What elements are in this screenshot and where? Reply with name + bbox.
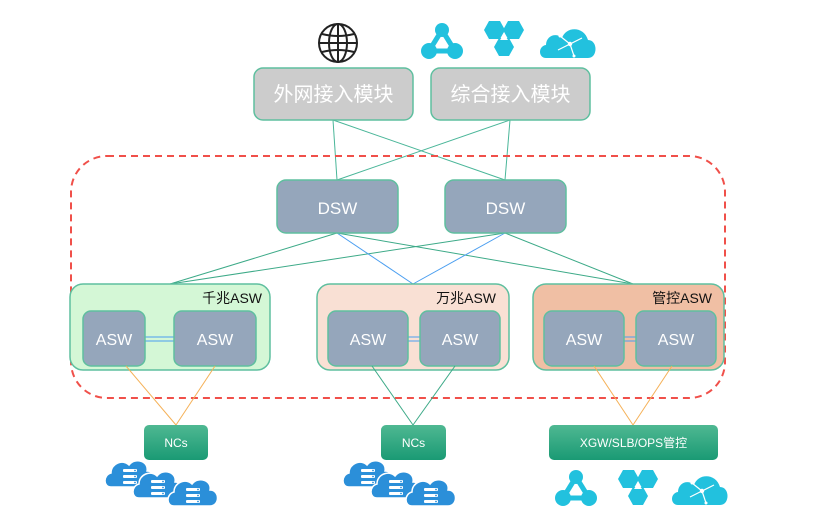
server-cloud-cluster-middle — [342, 459, 457, 507]
asw-switch[interactable]: ASW — [419, 310, 501, 367]
endpoint-management[interactable]: XGW/SLB/OPS管控 — [549, 425, 718, 460]
asw-switch[interactable]: ASW — [635, 310, 717, 367]
endpoint-label: NCs — [164, 436, 187, 450]
asw-label: ASW — [350, 332, 387, 349]
asw-label: ASW — [566, 332, 603, 349]
network-nodes-icon — [421, 23, 463, 59]
asw-label: ASW — [96, 332, 133, 349]
asw-endpoint-links — [125, 365, 673, 426]
asw-switch[interactable]: ASW — [543, 310, 625, 367]
asw-switch[interactable]: ASW — [82, 310, 146, 367]
module-label: 外网接入模块 — [274, 83, 394, 106]
endpoint-label: NCs — [402, 436, 425, 450]
asw-label: ASW — [658, 332, 695, 349]
asw-label: ASW — [197, 332, 234, 349]
group-title: 千兆ASW — [202, 290, 263, 306]
hexagon-cluster-icon — [484, 21, 524, 56]
network-nodes-icon — [555, 470, 597, 506]
endpoint-ncs-gigabit[interactable]: NCs — [144, 425, 208, 460]
endpoint-ncs-10gigabit[interactable]: NCs — [381, 425, 446, 460]
endpoint-label: XGW/SLB/OPS管控 — [580, 435, 687, 450]
dsw-asw-links — [169, 232, 634, 285]
core-zone-boundary — [70, 155, 726, 399]
asw-group-management[interactable]: 管控ASW ASW ASW — [532, 283, 725, 371]
asw-switch[interactable]: ASW — [173, 310, 257, 367]
dsw-label: DSW — [318, 199, 358, 218]
module-dsw-links — [332, 119, 511, 181]
module-label: 综合接入模块 — [451, 83, 571, 106]
dsw-switch-right[interactable]: DSW — [444, 179, 567, 234]
asw-label: ASW — [442, 332, 479, 349]
globe-icon — [318, 23, 358, 63]
group-title: 万兆ASW — [436, 290, 497, 306]
asw-group-10gigabit[interactable]: 万兆ASW ASW ASW — [316, 283, 510, 371]
asw-switch[interactable]: ASW — [327, 310, 409, 367]
network-cloud-icon — [539, 28, 597, 59]
module-integrated-access[interactable]: 综合接入模块 — [430, 67, 591, 121]
asw-group-gigabit[interactable]: 千兆ASW ASW ASW — [69, 283, 271, 371]
module-external-access[interactable]: 外网接入模块 — [253, 67, 414, 121]
dsw-label: DSW — [486, 199, 526, 218]
server-cloud-cluster-left — [104, 459, 219, 507]
hexagon-cluster-icon — [618, 470, 658, 505]
group-title: 管控ASW — [652, 290, 713, 306]
network-cloud-icon — [671, 475, 729, 506]
dsw-switch-left[interactable]: DSW — [276, 179, 399, 234]
